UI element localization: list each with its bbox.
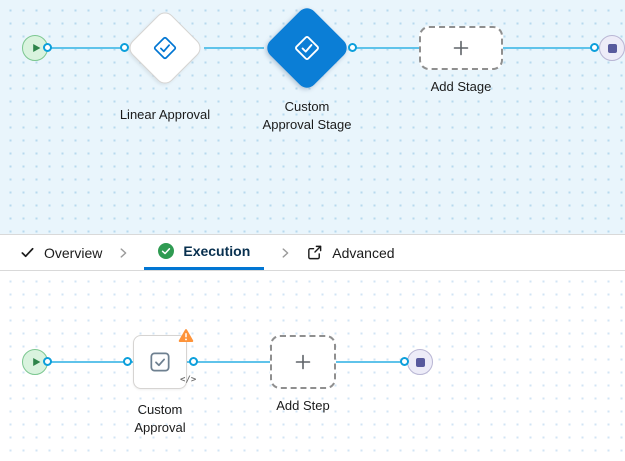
connector-line [187, 361, 270, 363]
play-icon [30, 356, 42, 368]
stage-label: Linear Approval [119, 107, 211, 122]
connector-line [503, 47, 613, 49]
connector-line [35, 47, 125, 49]
add-step-button[interactable] [270, 335, 336, 389]
add-stage-button[interactable] [419, 26, 503, 70]
tab-advanced[interactable]: Advanced [306, 235, 395, 270]
end-node[interactable] [599, 35, 625, 61]
check-icon [20, 245, 35, 260]
end-node[interactable] [407, 349, 433, 375]
stop-icon [415, 357, 425, 367]
connector-port[interactable] [43, 43, 52, 52]
approval-icon [152, 35, 178, 61]
advanced-icon [306, 244, 323, 261]
connector-port[interactable] [123, 357, 132, 366]
approval-step-icon [147, 349, 173, 375]
connector-line [336, 361, 421, 363]
stage-canvas: Linear Approval Custom Approval Stage Ad… [0, 0, 625, 234]
check-circle-icon [158, 243, 175, 259]
connector-line [204, 47, 264, 49]
tab-label: Overview [44, 244, 103, 261]
connector-port[interactable] [43, 357, 52, 366]
step-node-custom-approval[interactable] [133, 335, 187, 389]
tab-overview[interactable]: Overview [20, 235, 102, 270]
plus-icon [293, 352, 313, 372]
chevron-right-icon [116, 235, 130, 270]
play-icon [30, 42, 42, 54]
stage-label: Custom Approval Stage [259, 98, 355, 134]
tab-execution[interactable]: Execution [144, 235, 265, 270]
warning-icon[interactable] [178, 328, 194, 343]
stop-icon [607, 43, 617, 53]
connector-port[interactable] [590, 43, 599, 52]
tab-label: Execution [183, 243, 251, 259]
step-label-line: Approval [134, 420, 186, 436]
approval-icon [293, 34, 321, 62]
tab-label: Advanced [332, 244, 395, 261]
step-canvas: </> Custom Approval Add Step [0, 271, 625, 461]
add-stage-label: Add Stage [430, 79, 492, 94]
tab-bar: Overview Execution Advanced [0, 234, 625, 271]
connector-port[interactable] [189, 357, 198, 366]
connector-port[interactable] [120, 43, 129, 52]
stage-label-line: Custom [284, 99, 330, 114]
add-step-label: Add Step [276, 398, 330, 413]
step-label-line: Custom [137, 402, 183, 417]
stage-label-line: Approval Stage [262, 117, 352, 133]
connector-port[interactable] [400, 357, 409, 366]
stage-node-linear-approval[interactable] [125, 8, 205, 88]
connector-port[interactable] [348, 43, 357, 52]
step-label: Custom Approval [120, 401, 200, 437]
code-icon: </> [180, 375, 197, 385]
plus-icon [451, 38, 471, 58]
chevron-right-icon [278, 235, 292, 270]
connector-line [350, 47, 419, 49]
connector-line [35, 361, 133, 363]
stage-node-custom-approval-stage[interactable] [263, 4, 351, 92]
